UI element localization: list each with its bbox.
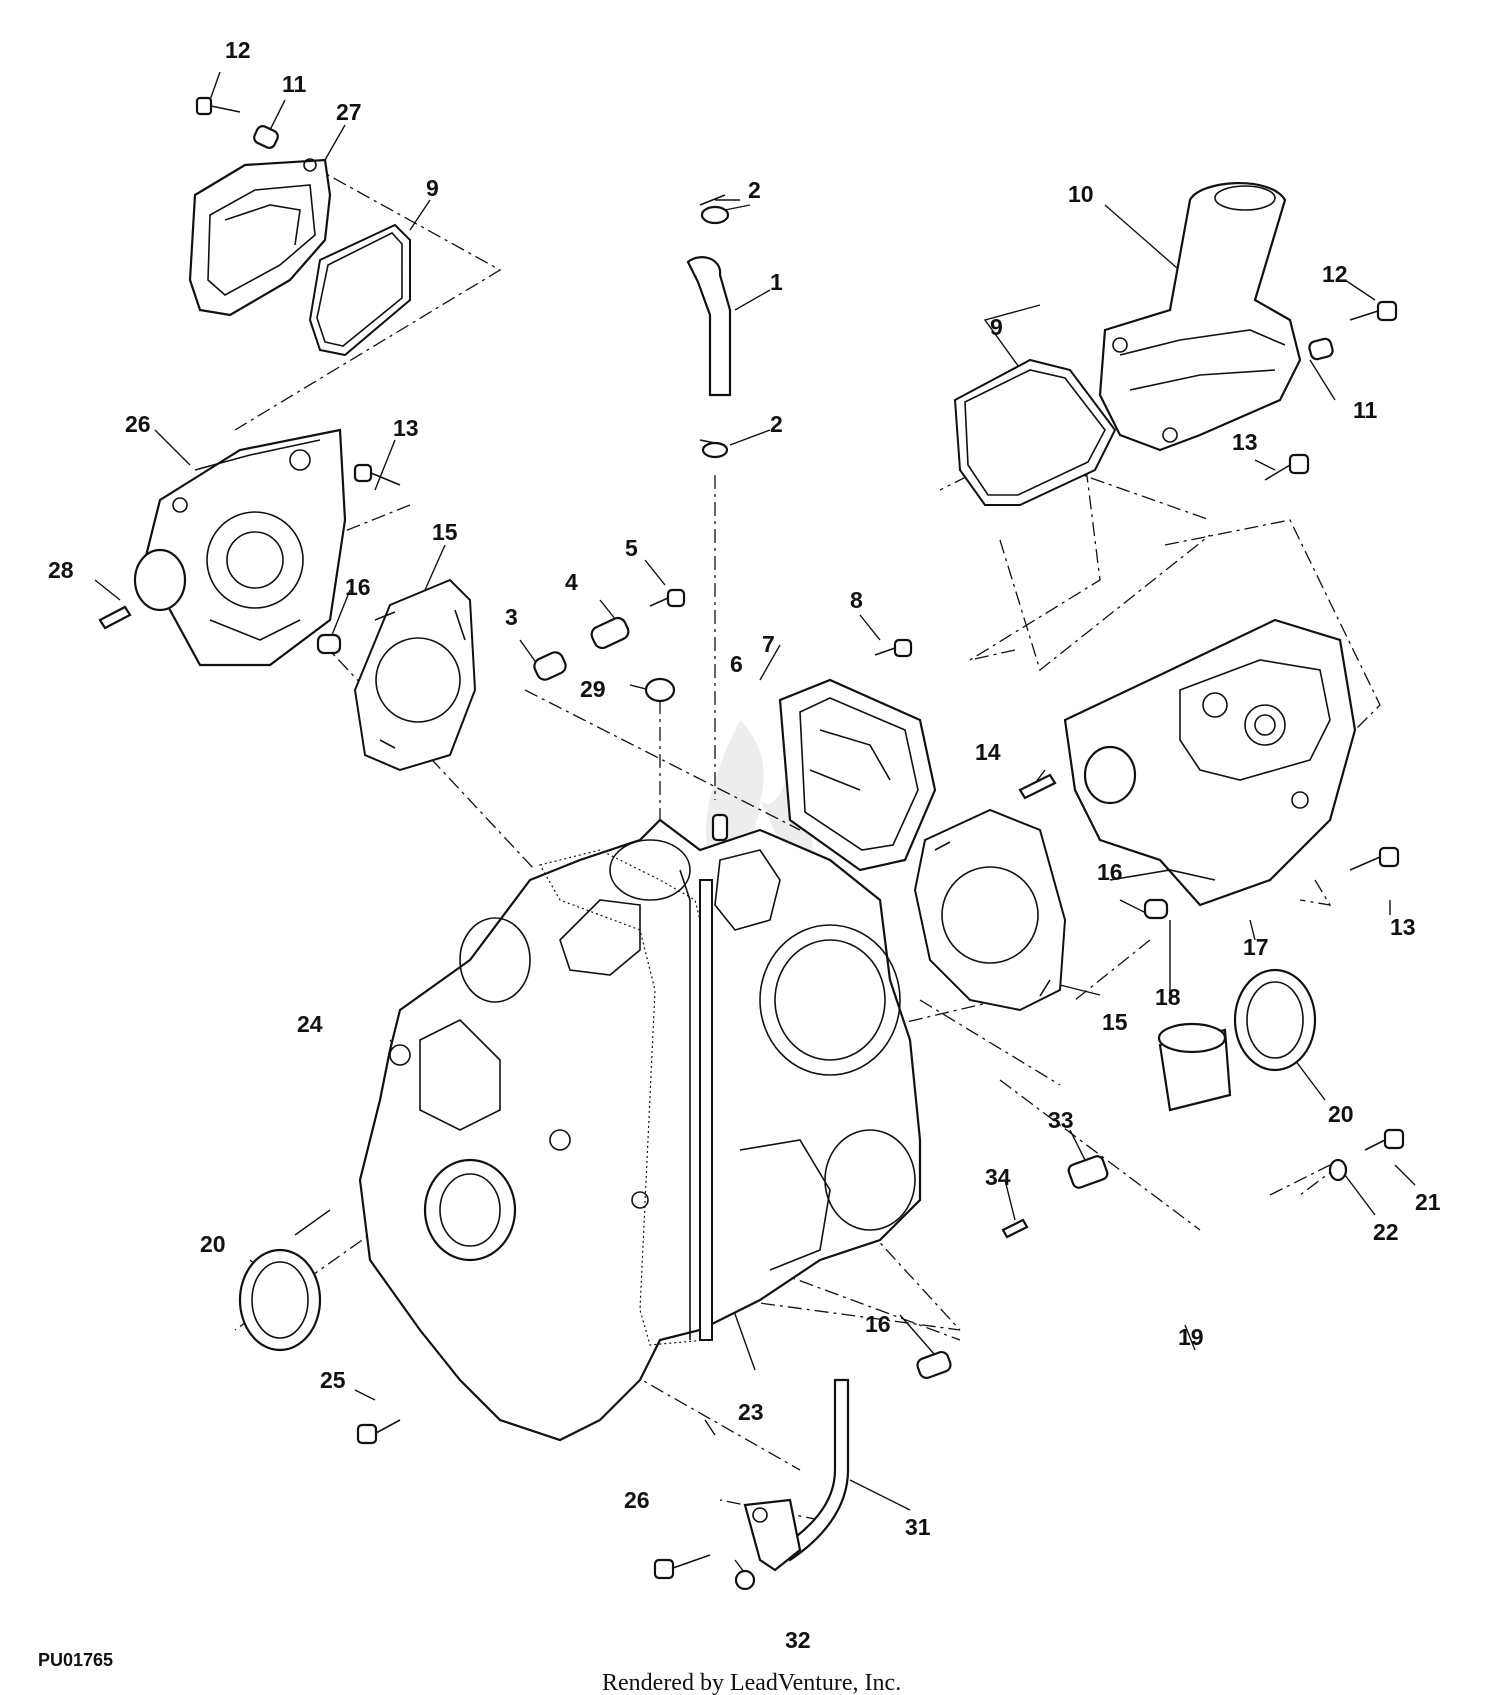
callout-9: 9 [990, 314, 1003, 340]
bolt-5 [649, 588, 686, 608]
callout-12: 12 [225, 37, 251, 63]
callout-20: 20 [200, 1231, 226, 1257]
bolt-12-right [1349, 300, 1398, 322]
callout-13: 13 [393, 415, 419, 441]
callout-1: 1 [770, 269, 783, 295]
callout-31: 31 [905, 1514, 931, 1540]
pin-34 [1001, 1218, 1029, 1239]
callout-13: 13 [1232, 429, 1258, 455]
crankcase-gasket-23 [539, 849, 713, 1346]
o-ring-32 [734, 1569, 756, 1591]
bolt-21 [1364, 1128, 1405, 1151]
callout-11: 11 [1353, 397, 1378, 423]
callout-12: 12 [1322, 261, 1348, 287]
callout-23: 23 [738, 1399, 764, 1425]
callout-9: 9 [426, 175, 439, 201]
callout-33: 33 [1048, 1107, 1074, 1133]
callout-18: 18 [1155, 984, 1181, 1010]
stud-29 [98, 605, 132, 630]
callout-3: 3 [505, 604, 518, 630]
grommet-30 [644, 677, 676, 703]
callout-labels: 12 11 27 9 2 1 2 10 12 9 11 13 26 13 15 … [48, 37, 1441, 1653]
bolt-8 [874, 638, 913, 658]
valve-cover-10 [1098, 182, 1302, 452]
callout-25: 25 [320, 1367, 346, 1393]
callout-14: 14 [975, 739, 1001, 765]
sleeve-3 [533, 651, 567, 681]
valve-cover-28 [188, 158, 332, 317]
cover-plate-7 [778, 678, 937, 872]
clamp-2-top [699, 194, 740, 225]
callout-34: 34 [985, 1164, 1011, 1190]
cylinder-head-17 [1063, 618, 1357, 907]
callout-4: 4 [565, 569, 578, 595]
callout-28: 27 [336, 99, 362, 125]
callout-16: 16 [1097, 859, 1123, 885]
callout-20: 20 [1328, 1101, 1354, 1127]
plug-33 [1067, 1155, 1109, 1189]
sleeve-11-right [1308, 337, 1334, 361]
callout-11: 11 [282, 71, 307, 97]
callout-21: 21 [1415, 1189, 1441, 1215]
callout-7: 7 [762, 631, 775, 657]
callout-29: 28 [48, 557, 74, 583]
washer-22 [1328, 1158, 1348, 1182]
bolt-13-left [353, 463, 401, 486]
cylinder-head-27 [133, 428, 347, 667]
callout-2: 2 [770, 411, 783, 437]
dowel-16-left [316, 633, 342, 655]
gasket-9-right [953, 358, 1117, 506]
bolt-13-upper-right [1264, 453, 1310, 481]
callout-8: 8 [850, 587, 863, 613]
bolt-25 [356, 1419, 401, 1445]
bushing-18 [1157, 1022, 1232, 1112]
callout-24: 24 [297, 1011, 323, 1037]
callout-5: 5 [625, 535, 638, 561]
callout-17: 17 [1243, 934, 1269, 960]
callout-16: 16 [865, 1311, 891, 1337]
callout-6: 6 [730, 651, 743, 677]
dowel-16-lower [916, 1351, 952, 1379]
crankcase-block [358, 813, 922, 1442]
callout-19: 19 [1178, 1324, 1204, 1350]
gasket-9-left [308, 223, 411, 357]
callout-16: 16 [345, 574, 371, 600]
callout-15: 15 [432, 519, 458, 545]
bolt-13-lower-right [1349, 846, 1400, 871]
callout-26: 26 [624, 1487, 650, 1513]
dipstick-tube-31 [743, 1378, 850, 1572]
stud-14 [1018, 773, 1057, 800]
head-gasket-15-right [913, 808, 1067, 1012]
callout-13: 13 [1390, 914, 1416, 940]
bolt-26 [653, 1554, 711, 1580]
head-gasket-15-left [353, 578, 477, 772]
oil-seal-20-left [238, 1248, 322, 1352]
callout-22: 22 [1373, 1219, 1399, 1245]
callout-27: 26 [125, 411, 151, 437]
dowel-16-right [1143, 898, 1169, 920]
callout-15: 15 [1102, 1009, 1128, 1035]
callout-30: 29 [580, 676, 606, 702]
stud-4 [590, 616, 630, 650]
callout-2: 2 [748, 177, 761, 203]
breather-hose-1 [686, 256, 732, 397]
clamp-2-lower [699, 439, 729, 459]
figure-id: PU01765 [38, 1650, 113, 1670]
callout-32: 32 [785, 1627, 811, 1653]
oil-seal-20-right [1233, 968, 1317, 1072]
sleeve-11-left [253, 125, 279, 149]
callout-10: 10 [1068, 181, 1094, 207]
render-credit: Rendered by LeadVenture, Inc. [602, 1670, 901, 1695]
bolt-12-left [195, 96, 241, 116]
